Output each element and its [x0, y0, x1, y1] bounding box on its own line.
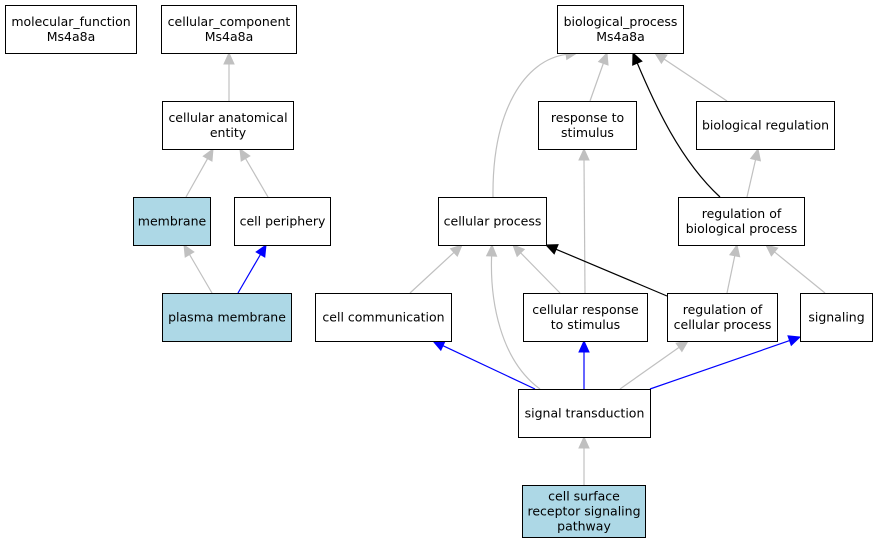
edge-cellular-anatomical-entity-to-cellular-component [223, 51, 235, 101]
arrowhead-icon [632, 51, 643, 66]
node-label: cell periphery [240, 214, 326, 229]
node-label: plasma membrane [168, 310, 286, 325]
edge-plasma-membrane-to-membrane [183, 243, 213, 294]
arrowhead-icon [183, 243, 195, 258]
edge-signal-transduction-to-cellular-process [485, 243, 541, 390]
node-label: cellular response [532, 302, 639, 317]
arrowhead-icon [578, 435, 590, 449]
node-label: biological_process [564, 14, 678, 29]
arrowhead-icon [544, 244, 559, 255]
node-biological-regulation[interactable]: biological regulation [696, 101, 835, 150]
node-label: entity [210, 125, 247, 140]
node-membrane[interactable]: membrane [133, 197, 211, 246]
edge-regulation-of-biological-process-to-biological-regulation [746, 147, 762, 198]
arrowhead-icon [449, 244, 463, 258]
arrowhead-icon [485, 243, 498, 257]
node-cell-communication[interactable]: cell communication [315, 293, 452, 342]
node-label: signal transduction [525, 406, 645, 421]
node-label: pathway [557, 519, 611, 534]
arrowhead-icon [597, 51, 609, 66]
node-label: to stimulus [551, 317, 620, 332]
arrowhead-icon [653, 52, 668, 65]
node-label: membrane [138, 214, 207, 229]
arrowhead-icon [512, 244, 526, 258]
arrowhead-icon [255, 243, 267, 258]
arrowhead-icon [787, 335, 802, 347]
node-label: stimulus [561, 125, 614, 140]
node-label: Ms4a8a [205, 29, 254, 44]
node-label: cell surface [548, 489, 620, 504]
edge-regulation-of-cellular-process-to-cellular-process [544, 244, 668, 297]
edge-biological-regulation-to-biological-process [653, 52, 728, 102]
edge-response-to-stimulus-to-biological-process [589, 51, 609, 102]
node-plasma-membrane[interactable]: plasma membrane [162, 293, 292, 342]
edge-signal-transduction-to-cellular-response-to-stimulus [578, 339, 590, 389]
edge-signal-transduction-to-cell-communication [431, 340, 536, 390]
edge-signal-transduction-to-signaling [649, 335, 802, 390]
edge-cellular-response-to-stimulus-to-response-to-stimulus [578, 147, 590, 294]
edge-membrane-to-cellular-anatomical-entity [185, 147, 214, 198]
node-signaling[interactable]: signaling [800, 293, 873, 342]
node-label: cellular process [674, 317, 772, 332]
edge-cell-communication-to-cellular-process [409, 244, 463, 294]
node-signal-transduction[interactable]: signal transduction [518, 389, 651, 438]
edge-signaling-to-regulation-of-biological-process [765, 244, 826, 294]
arrowhead-icon [578, 339, 590, 353]
node-label: cell communication [322, 310, 444, 325]
node-label: Ms4a8a [47, 29, 96, 44]
node-cell-periphery[interactable]: cell periphery [234, 197, 331, 246]
node-label: signaling [808, 310, 864, 325]
edges-layer [183, 48, 826, 485]
arrowhead-icon [202, 147, 214, 162]
edge-cellular-response-to-stimulus-to-cellular-process [512, 244, 561, 294]
arrowhead-icon [675, 340, 689, 353]
arrowhead-icon [765, 244, 779, 257]
node-label: response to [551, 110, 624, 125]
arrowhead-icon [749, 147, 762, 162]
edge-cell-periphery-to-cellular-anatomical-entity [239, 147, 269, 198]
arrowhead-icon [578, 147, 590, 161]
node-label: regulation of [702, 206, 782, 221]
node-label: cellular anatomical [168, 110, 287, 125]
node-label: molecular_function [11, 14, 130, 29]
nodes-layer: molecular_functionMs4a8acellular_compone… [5, 5, 873, 538]
arrowhead-icon [728, 243, 741, 258]
node-label: receptor signaling [527, 504, 640, 519]
node-label: cellular process [444, 214, 542, 229]
edge-signal-transduction-to-regulation-of-cellular-process [619, 340, 689, 390]
node-cellular-process[interactable]: cellular process [438, 197, 547, 246]
node-label: cellular_component [168, 14, 291, 29]
edge-plasma-membrane-to-cell-periphery [237, 243, 267, 294]
edge-regulation-of-cellular-process-to-regulation-of-biological-process [726, 243, 741, 294]
node-label: regulation of [683, 302, 763, 317]
node-label: Ms4a8a [596, 29, 645, 44]
edge-cell-surface-receptor-signaling-pathway-to-signal-transduction [578, 435, 590, 485]
arrowhead-icon [239, 147, 251, 162]
node-label: biological regulation [702, 118, 829, 133]
arrowhead-icon [431, 340, 446, 352]
arrowhead-icon [223, 51, 235, 65]
edge-regulation-of-biological-process-to-biological-process [632, 51, 721, 198]
node-label: biological process [686, 221, 798, 236]
